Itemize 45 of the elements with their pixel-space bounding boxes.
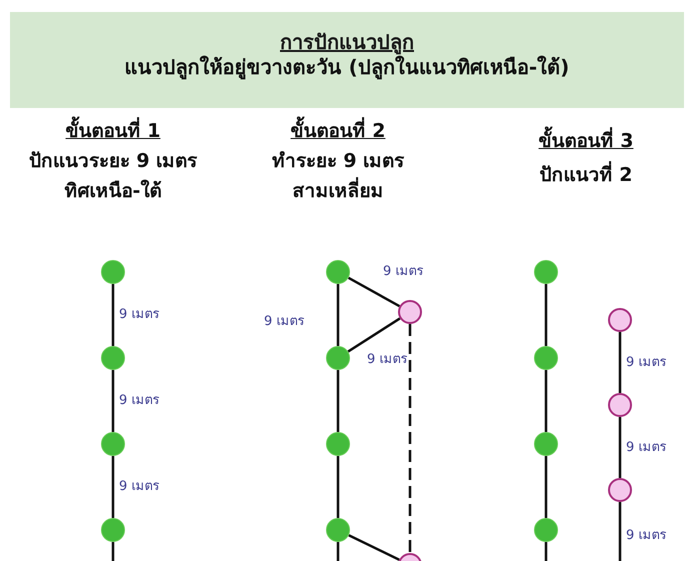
plant-marker [534,260,558,284]
line [348,276,400,308]
step-heading: ขั้นตอนที่ 1 [23,116,203,146]
line [112,456,114,518]
plant-marker [326,346,350,370]
line [408,324,412,553]
line [544,542,548,561]
line [618,502,622,561]
plant-marker [101,432,125,456]
plant-marker [101,518,125,542]
line [336,542,340,561]
step-description: แนวปลูกให้อยู่ขวางตะวัน (ปลูกในแนวทิศเหนือ-ใต้) [124,54,570,82]
plant-marker [326,518,350,542]
plant-marker [608,478,632,502]
plant-marker [608,308,632,332]
plant-marker [101,346,125,370]
line [544,284,548,346]
plant-marker [101,260,125,284]
line [347,317,401,353]
step-heading: ขั้นตอนที่ 2 [248,116,428,146]
line [544,370,548,432]
line [618,417,622,478]
line [112,370,114,432]
plant-marker [534,346,558,370]
step-description: ปักแนวที่ 2 [496,160,676,190]
line [618,332,622,393]
plant-marker [608,393,632,417]
line [336,284,340,346]
step-heading: ขั้นตอนที่ 3 [496,126,676,156]
title: การปักแนวปลูก [279,29,415,56]
step-description: ทำระยะ 9 เมตร สามเหลี่ยม [270,149,406,204]
plant-marker [534,518,558,542]
line [112,542,114,561]
plant-marker [326,432,350,456]
line [336,456,340,518]
plant-marker [326,260,350,284]
plant-marker [534,432,558,456]
step-description: ปักแนวระยะ 9 เมตร ทิศเหนือ-ใต้ [28,149,198,204]
line [348,534,400,561]
edge-label: 9 เมตร [625,440,668,454]
line [112,284,114,346]
plant-marker [398,300,422,324]
line [336,370,340,432]
line [544,456,548,518]
edge-label: 9 เมตร [625,354,668,370]
